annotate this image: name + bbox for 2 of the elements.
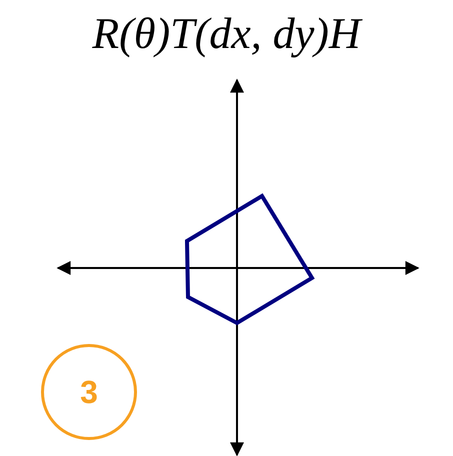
callout-number: 3 <box>80 374 98 410</box>
formula-title: R(θ)T(dx, dy)H <box>91 8 364 60</box>
